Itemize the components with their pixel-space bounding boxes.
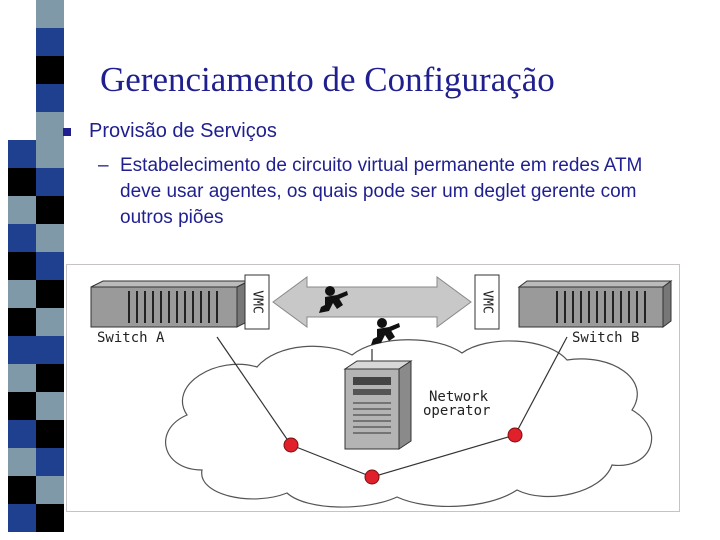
sidebar-square [8, 196, 36, 224]
switch-b-icon [517, 280, 673, 328]
network-node [283, 437, 299, 453]
vmc-label-right: VMC [480, 290, 495, 313]
double-arrow-icon [272, 276, 472, 328]
sidebar-square [8, 448, 36, 476]
dash-marker: – [98, 155, 109, 176]
sidebar-square [36, 252, 64, 280]
vmc-box-left [244, 274, 270, 330]
sidebar-square [36, 308, 64, 336]
switch-a-label: Switch A [97, 330, 165, 346]
network-node [364, 469, 380, 485]
sidebar-square [36, 112, 64, 140]
sidebar-square [36, 140, 64, 168]
sidebar-square [8, 224, 36, 252]
agent-figure-icon [319, 286, 348, 313]
bullet-level-1: Provisão de Serviços [89, 120, 277, 142]
sidebar-square [36, 392, 64, 420]
sub-bullet-text: Estabelecimento de circuito virtual perm… [120, 155, 643, 228]
network-operator-label-line2: operator [423, 403, 490, 419]
sidebar-square [8, 168, 36, 196]
sidebar-square [36, 504, 64, 532]
sidebar-square [36, 56, 64, 84]
sidebar-square [36, 336, 64, 364]
sidebar-square [36, 420, 64, 448]
bullet-square-icon [63, 128, 71, 136]
slide-title: Gerenciamento de Configuração [100, 60, 555, 99]
network-operator-label-line1: Network [429, 389, 489, 405]
sidebar-square [8, 392, 36, 420]
vmc-label-left: VMC [250, 290, 265, 313]
sidebar-square [8, 476, 36, 504]
bullet-level-2: – Estabelecimento de circuito virtual pe… [98, 153, 668, 231]
connection-lines [216, 336, 568, 478]
sidebar-square [36, 168, 64, 196]
sidebar-square [8, 420, 36, 448]
sidebar-square [36, 280, 64, 308]
agent-figure-icon [371, 318, 400, 345]
vmc-box-right [474, 274, 500, 330]
sidebar-square [8, 308, 36, 336]
server-icon [343, 360, 413, 450]
sidebar-square [36, 84, 64, 112]
network-node [507, 427, 523, 443]
sidebar-square [36, 28, 64, 56]
sidebar-square [36, 364, 64, 392]
sidebar-square [8, 504, 36, 532]
sidebar-square [8, 252, 36, 280]
sidebar-square [36, 224, 64, 252]
switch-a-icon [90, 280, 250, 328]
sidebar-square [36, 476, 64, 504]
sidebar-square [8, 280, 36, 308]
decorative-sidebar [0, 0, 64, 540]
switch-b-label: Switch B [572, 330, 639, 346]
network-diagram: VMC VMC Switch [66, 264, 680, 512]
sidebar-square [36, 196, 64, 224]
sidebar-square [8, 336, 36, 364]
sidebar-square [36, 0, 64, 28]
sidebar-square [8, 140, 36, 168]
sidebar-square [36, 448, 64, 476]
sidebar-square [8, 364, 36, 392]
